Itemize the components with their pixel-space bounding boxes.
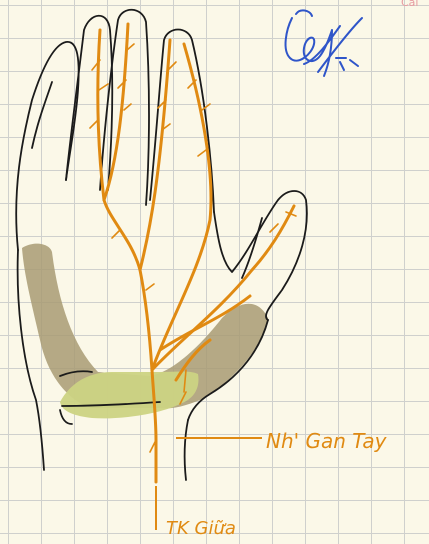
- signature: [286, 10, 362, 76]
- label-palmar-aponeurosis: Nh' Gan Tay: [266, 429, 388, 453]
- corner-text-fragment: Cal: [401, 0, 418, 9]
- label-median-nerve: TK Giữa: [166, 518, 236, 539]
